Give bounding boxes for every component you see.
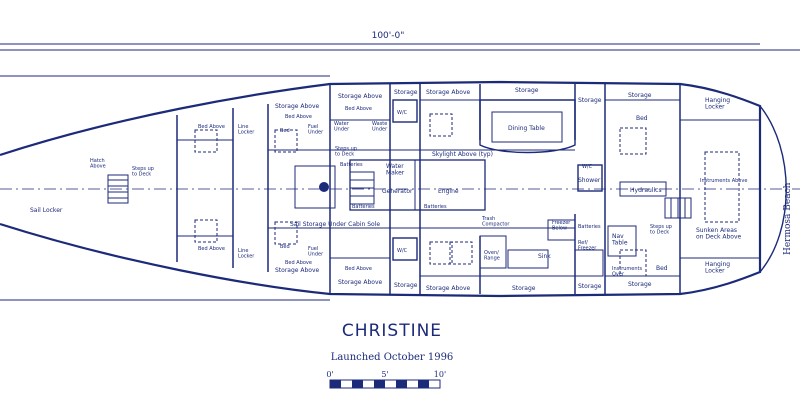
batteries-1-label: Batteries [340,162,363,168]
storage-top-aft-label: Storage [578,97,602,104]
bed-stbd-aft-label: Bed [280,244,290,250]
scale-label-5: 5' [381,370,388,379]
sail-storage-label: Sail Storage Under Cabin Sole [290,221,380,228]
bed-port-aft-label: Bed [280,128,290,134]
beds [194,113,740,277]
bed-fwd-port-label: Bed Above [198,124,225,130]
storage-bottom-aft-label: Storage [578,283,602,290]
instruments-above-label: Instruments Above [700,178,747,184]
central-corridor [268,149,575,229]
vessel-name: CHRISTINE [342,321,442,341]
ref-freezer-label: Ref/Freezer [578,240,597,252]
wc-1-label: W/C [397,110,408,116]
bed-above-4-label: Bed Above [345,266,372,272]
shower-label: Shower [578,177,601,184]
batteries-3-label: Batteries [352,204,375,210]
dining-table-label: Dining Table [508,125,545,132]
length-label: 100'-0" [372,31,405,41]
oven-range-label: Oven/Range [484,250,500,262]
storage-above-1-label: Storage Above [275,103,320,110]
sink-label: Sink [538,253,551,260]
storage-bottom-aft2-label: Storage [628,281,652,288]
bed-above-2-label: Bed Above [285,260,312,266]
hydraulics-label: Hydraulics [630,187,662,194]
batteries-4-label: Batteries [578,224,601,230]
mid-steps [349,171,375,205]
dining-table [479,99,576,154]
scale-label-0: 0' [326,370,333,379]
hull-outline [0,80,800,298]
nav-table [607,181,667,257]
storage-above-4-label: Storage Above [338,279,383,286]
bed-fwd-stbd-label: Bed Above [198,246,225,252]
brand-label: Hermosa Beach [783,182,793,255]
scale-label-10: 10' [434,370,446,379]
storage-above-2-label: Storage Above [275,267,320,274]
storage-top-aft2-label: Storage [628,92,652,99]
engine-label: Engine [438,188,459,195]
heads [392,99,603,261]
overall-length-dimension: 100'-0" [0,31,800,301]
galley [479,219,604,277]
scale-bar: 0' 5' 10' [326,370,446,389]
generator-label: Generator [382,188,413,195]
wc-2-label: W/C [397,248,408,254]
storage-above-3-label: Storage Above [338,93,383,100]
sail-locker-label: Sail Locker [30,207,63,214]
bed-above-3-label: Bed Above [345,106,372,112]
launch-date: Launched October 1996 [331,352,454,363]
storage-bottom-mid-label: Storage [512,285,536,292]
skylight-label: Skylight Above (typ) [432,151,493,158]
storage-bottom-small-label: Storage [394,282,418,289]
aft-steps [664,197,692,219]
storage-top-small-label: Storage [394,89,418,96]
forward-steps [107,174,129,204]
batteries-2-label: Batteries [424,204,447,210]
bed-above-1-label: Bed Above [285,114,312,120]
wc-3-label: W/C [582,164,593,170]
bed-aft-label: Bed [636,115,648,122]
storage-top-mid-label: Storage [515,87,539,94]
storage-above-5-label: Storage Above [426,89,471,96]
bed-aft-bottom-label: Bed [656,265,668,272]
storage-above-6-label: Storage Above [426,285,471,292]
